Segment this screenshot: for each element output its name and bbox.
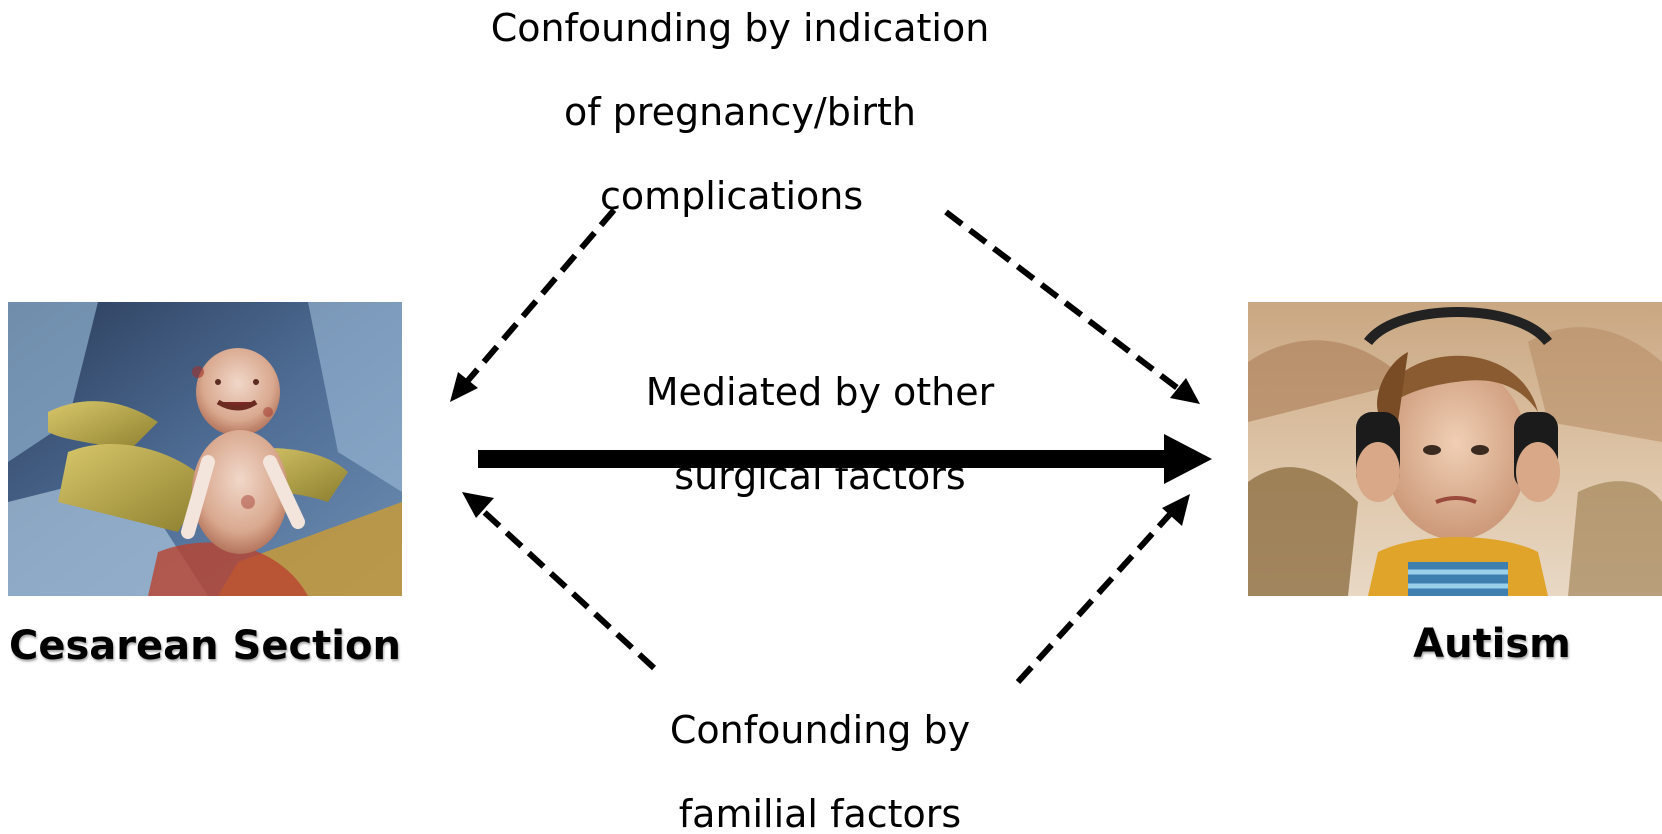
autism-label: Autism xyxy=(1413,621,1571,667)
mediator-line-1: Mediated by other xyxy=(645,370,995,414)
bottom-to-autism-dashed-arrow xyxy=(1015,494,1190,685)
top-to-autism-dashed-arrow xyxy=(944,209,1200,404)
top-to-cesarean-dashed-arrow xyxy=(450,208,617,402)
mediated-solid-arrow xyxy=(478,434,1212,484)
cesarean-section-label: Cesarean Section xyxy=(9,623,401,669)
autism-photo xyxy=(1248,302,1662,596)
bottom-confounder-line-1: Confounding by xyxy=(669,708,971,752)
top-confounder-line-3: complications xyxy=(600,174,864,218)
top-confounder-line-1: Confounding by indication xyxy=(490,6,990,50)
bottom-confounder-line-2: familial factors xyxy=(678,792,962,834)
bottom-to-cesarean-dashed-arrow xyxy=(462,492,657,671)
top-confounder-line-2: of pregnancy/birth xyxy=(563,90,917,134)
cesarean-section-photo xyxy=(8,302,402,596)
